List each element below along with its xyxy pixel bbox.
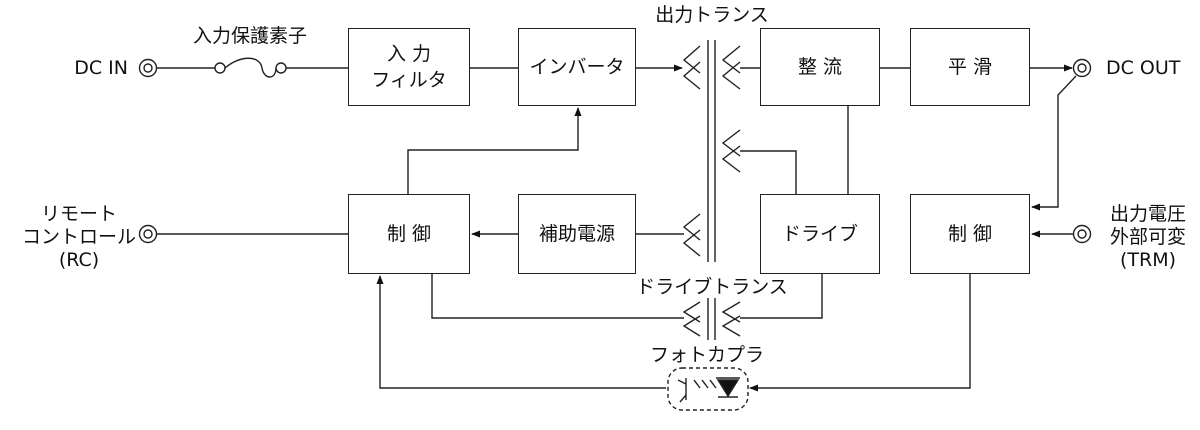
aux-power-label: 補助電源 bbox=[538, 223, 615, 245]
photocoupler-symbol bbox=[667, 367, 749, 411]
trm-label-line3: (TRM) bbox=[1119, 249, 1177, 271]
input-filter-label-line2: フィルタ bbox=[371, 69, 447, 91]
wire-dcout-feedback bbox=[1031, 75, 1077, 211]
trm-connector bbox=[1072, 224, 1092, 244]
inverter-block: インバータ bbox=[518, 28, 636, 106]
drive-transformer-symbol bbox=[682, 298, 741, 340]
aux-power-block: 補助電源 bbox=[518, 194, 636, 274]
drive-transformer-label: ドライブトランス bbox=[636, 276, 788, 298]
trm-label-line1: 出力電圧 bbox=[1109, 203, 1186, 225]
photocoupler-label: フォトカプラ bbox=[649, 344, 764, 366]
output-transformer-symbol bbox=[682, 40, 741, 262]
output-transformer-label: 出力トランス bbox=[655, 4, 769, 26]
remote-label-line3: (RC) bbox=[58, 249, 100, 271]
remote-label-line2: コントロール bbox=[21, 226, 136, 248]
trm-label-line2: 外部可変 bbox=[1109, 226, 1186, 248]
input-filter-block: 入 力 フィルタ bbox=[348, 28, 470, 106]
wire-drive-drivetransformer bbox=[740, 274, 823, 319]
wire-photocoupler-control bbox=[376, 275, 666, 389]
remote-label-line1: リモート bbox=[40, 203, 117, 225]
protection-label: 入力保護素子 bbox=[192, 25, 307, 47]
smoothing-label: 平 滑 bbox=[947, 56, 993, 78]
wire-winding-drive bbox=[740, 150, 797, 194]
dc-in-connector bbox=[138, 58, 158, 78]
control-left-block: 制 御 bbox=[348, 194, 470, 274]
smoothing-block: 平 滑 bbox=[910, 28, 1030, 106]
inverter-label: インバータ bbox=[529, 56, 625, 78]
dc-in-label: DC IN bbox=[74, 57, 128, 79]
rectifier-label: 整 流 bbox=[797, 56, 843, 78]
remote-connector bbox=[138, 224, 158, 244]
rectifier-block: 整 流 bbox=[760, 28, 880, 106]
input-filter-label-line1: 入 力 bbox=[386, 43, 432, 65]
wire-control-photocoupler bbox=[749, 274, 971, 392]
control-left-label: 制 御 bbox=[386, 223, 432, 245]
dc-out-connector bbox=[1072, 58, 1092, 78]
control-right-block: 制 御 bbox=[910, 194, 1030, 274]
drive-block: ドライブ bbox=[760, 194, 880, 274]
wire-control-inverter bbox=[407, 107, 582, 194]
control-right-label: 制 御 bbox=[947, 223, 993, 245]
wire-control-drivetransformer bbox=[431, 274, 684, 319]
fuse-symbol bbox=[214, 57, 287, 78]
dc-out-label: DC OUT bbox=[1106, 57, 1181, 79]
drive-label: ドライブ bbox=[781, 223, 858, 245]
